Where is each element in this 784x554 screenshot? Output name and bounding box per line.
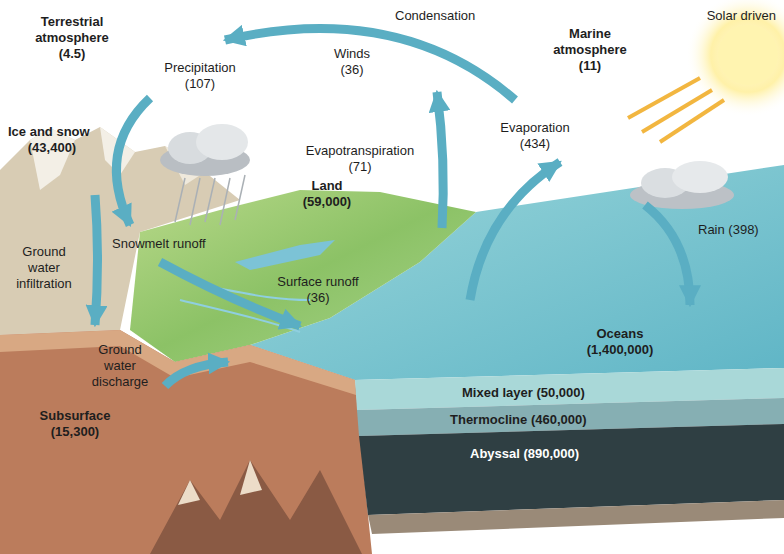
- sun-ray: [642, 90, 712, 132]
- flux-name: Ground water discharge: [84, 342, 156, 390]
- reservoir-name: Ice and snow: [8, 124, 90, 140]
- rain-arrow: [645, 205, 690, 305]
- rain-streak: [220, 178, 230, 225]
- reservoir-volume: (11): [570, 58, 610, 74]
- reservoir-volume: (4.5): [42, 46, 102, 62]
- flux-name: Surface runoff: [268, 274, 368, 290]
- ocean-layer-label: Abyssal (890,000): [470, 446, 579, 462]
- reservoir-name: Marine atmosphere: [545, 26, 635, 58]
- flux-name: Evapotranspiration: [298, 143, 423, 159]
- evapotranspiration-arrow: [437, 92, 443, 228]
- flux-label: Rain (398): [698, 222, 759, 238]
- ocean-layer-label: Thermocline (460,000): [450, 412, 587, 428]
- bedrock: [150, 460, 362, 554]
- reservoir-name: Terrestrial atmosphere: [22, 14, 122, 46]
- cloud: [196, 124, 248, 160]
- flux-name: Winds: [322, 46, 382, 62]
- flux-name: Precipitation: [155, 60, 245, 76]
- runoff-arrow: [160, 262, 300, 326]
- reservoir-name: Land: [297, 178, 357, 194]
- flux-name: Evaporation: [490, 120, 580, 136]
- soil-layer: [0, 330, 356, 395]
- reservoir-volume: (15,300): [40, 424, 110, 440]
- wind-arrow: [225, 29, 515, 100]
- rain-streak: [205, 178, 215, 222]
- lake: [235, 240, 335, 270]
- flux-value: (36): [332, 62, 372, 78]
- evaporation-arrow: [470, 162, 560, 300]
- rain-streak: [175, 178, 185, 222]
- seabed: [368, 500, 784, 534]
- flux-name: Ground water infiltration: [8, 244, 80, 292]
- reservoir-volume: (43,400): [17, 140, 87, 156]
- discharge-arrow: [165, 362, 228, 386]
- cloud: [672, 161, 728, 193]
- rain-streak: [190, 178, 200, 225]
- abyssal-band: [359, 424, 784, 515]
- subsurface-cross-section: [0, 330, 372, 554]
- reservoir-volume: (59,000): [292, 194, 362, 210]
- precipitation-arrow: [116, 98, 150, 225]
- sun-ray: [628, 78, 700, 118]
- bedrock-highlight: [178, 480, 200, 505]
- energy-note: Solar driven: [707, 8, 776, 24]
- land-surface: [130, 190, 476, 362]
- rain-streak: [235, 175, 245, 220]
- reservoir-volume: (1,400,000): [575, 342, 665, 358]
- flux-value: (434): [510, 136, 560, 152]
- flux-value: (107): [175, 76, 225, 92]
- sun: [718, 25, 778, 85]
- flux-name: Snowmelt runoff: [112, 236, 206, 252]
- process-label: Condensation: [395, 8, 475, 24]
- reservoir-name: Subsurface: [30, 408, 120, 424]
- flux-value: (71): [340, 159, 380, 175]
- sun-glow: [686, 0, 784, 117]
- reservoir-name: Oceans: [580, 326, 660, 342]
- ocean-layer-label: Mixed layer (50,000): [462, 385, 585, 401]
- sun-ray: [660, 100, 724, 142]
- infiltration-arrow: [95, 195, 98, 325]
- flux-value: (36): [298, 290, 338, 306]
- bedrock-highlight: [240, 460, 262, 495]
